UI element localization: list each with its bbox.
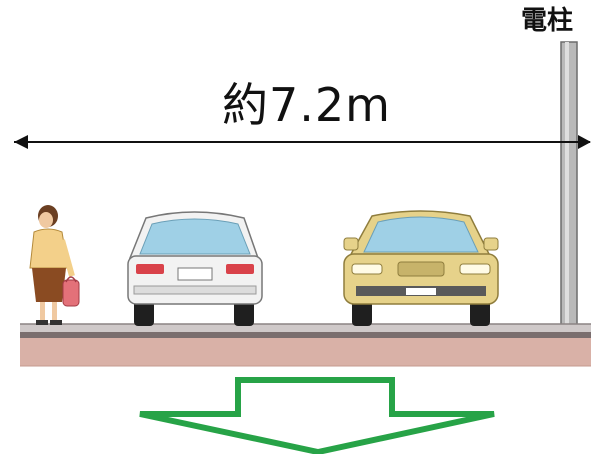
green-down-arrow-icon xyxy=(139,377,495,454)
width-dimension-line xyxy=(14,135,591,149)
white-car-rear-icon xyxy=(127,211,263,326)
road-width-label: 約7.2m xyxy=(222,78,391,132)
road-surface xyxy=(20,323,591,367)
utility-pole-label: 電柱 xyxy=(521,6,574,36)
woman-with-bag-icon xyxy=(29,205,80,325)
utility-pole xyxy=(560,41,578,327)
gold-car-front-icon xyxy=(343,210,499,326)
